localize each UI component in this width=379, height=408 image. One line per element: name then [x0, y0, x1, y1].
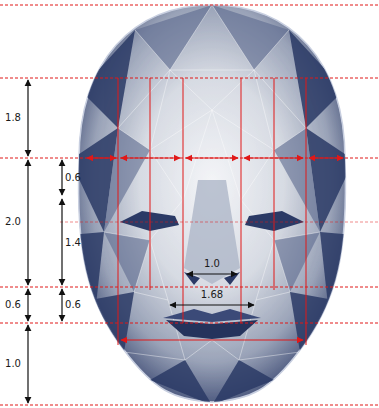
face — [70, 5, 354, 405]
eye-width-arrows — [87, 158, 343, 340]
dimension-label: 1.68 — [201, 289, 223, 301]
guide-lines — [0, 5, 379, 405]
dimension-label: 0.6 — [65, 172, 81, 184]
dimension-label: 1.4 — [65, 237, 81, 249]
dimension-label: 1.0 — [5, 358, 21, 370]
dimension-label: 1.0 — [204, 258, 220, 270]
mouth — [163, 309, 261, 339]
dimension-label: 0.6 — [5, 299, 21, 311]
dimension-arrows — [28, 80, 254, 403]
dimension-label: 0.6 — [65, 299, 81, 311]
nose — [184, 180, 240, 285]
dimension-label: 2.0 — [5, 216, 21, 228]
dimension-label: 1.8 — [5, 112, 21, 124]
